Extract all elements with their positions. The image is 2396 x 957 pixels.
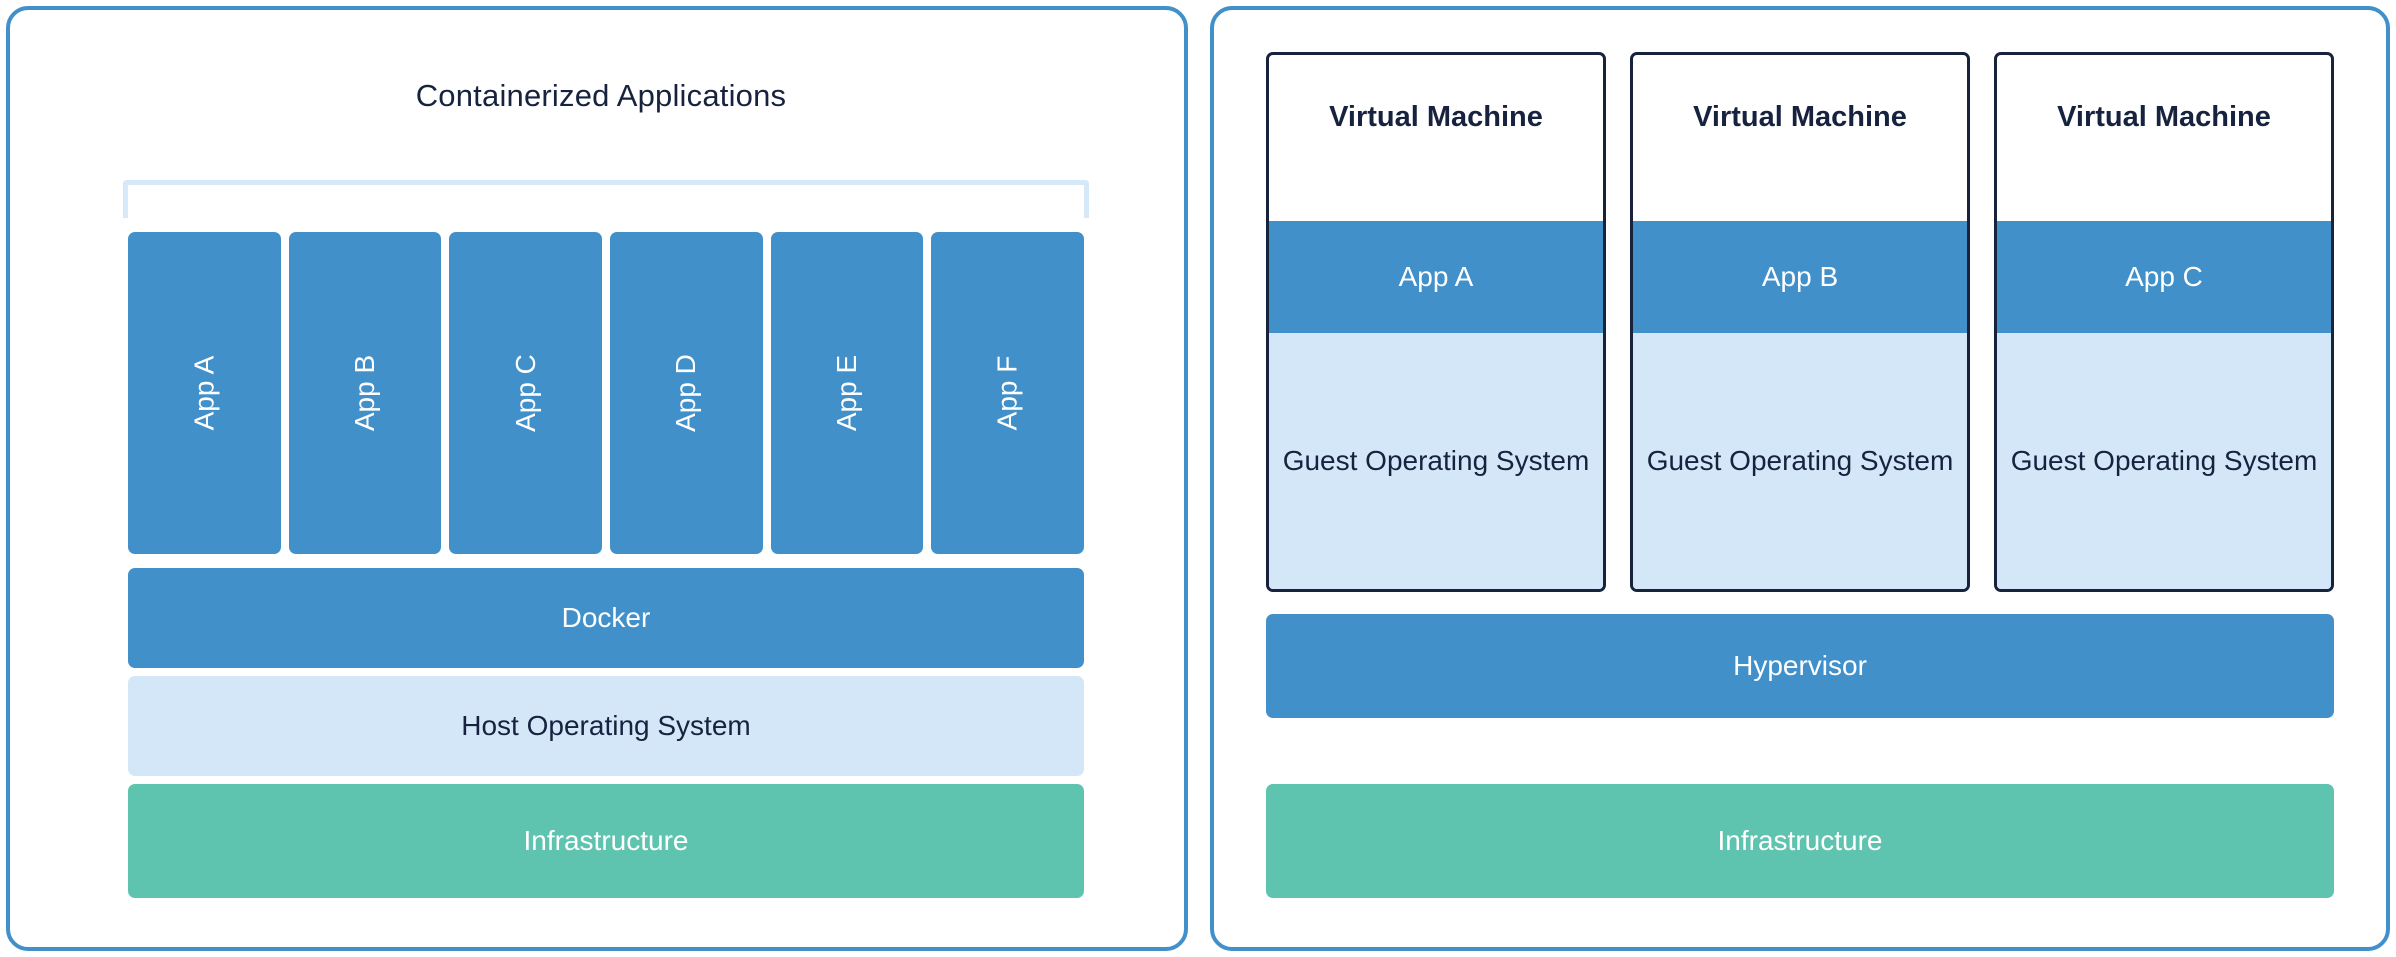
virtual-machine-3-title: Virtual Machine [2057,101,2271,133]
layer-infrastructure-containers[interactable]: Infrastructure [128,784,1084,898]
virtual-machine-3-app: App C [1997,221,2331,333]
virtual-machine-2-header: Virtual Machine [1633,55,1967,221]
layer-host-operating-system[interactable]: Host Operating System [128,676,1084,776]
virtual-machine-1[interactable]: Virtual Machine App A Guest Operating Sy… [1266,52,1606,592]
virtual-machine-3-header: Virtual Machine [1997,55,2331,221]
app-container-c-label: App C [509,354,541,432]
app-container-e-label: App E [831,354,863,432]
app-container-c[interactable]: App C [449,232,603,554]
containers-panel-title: Containerized Applications [415,78,787,113]
virtual-machine-2-app: App B [1633,221,1967,333]
app-container-f-label: App F [991,355,1023,431]
virtual-machine-row: Virtual Machine App A Guest Operating Sy… [1266,52,2334,592]
app-container-d[interactable]: App D [610,232,763,554]
app-container-a[interactable]: App A [128,232,281,554]
virtual-machine-2-guest-os: Guest Operating System [1633,333,1967,589]
virtual-machine-2-app-label: App B [1761,261,1839,292]
virtual-machine-1-header: Virtual Machine [1269,55,1603,221]
app-container-a-label: App A [188,355,220,431]
virtual-machine-2-title: Virtual Machine [1693,101,1907,133]
app-container-row: App A App B App C App D App E App F [128,232,1085,554]
virtual-machine-3-app-label: App C [2125,261,2203,292]
virtual-machine-1-app: App A [1269,221,1603,333]
virtual-machine-2-guest-os-label: Guest Operating System [1646,445,1954,477]
layer-infrastructure-vms[interactable]: Infrastructure [1266,784,2334,898]
virtual-machine-2[interactable]: Virtual Machine App B Guest Operating Sy… [1630,52,1970,592]
layer-hypervisor[interactable]: Hypervisor [1266,614,2334,718]
container-grouping-bracket [123,180,1089,218]
app-container-f[interactable]: App F [931,232,1085,554]
virtual-machine-1-title: Virtual Machine [1329,101,1543,133]
app-container-b[interactable]: App B [288,232,442,554]
layer-docker[interactable]: Docker [128,568,1084,668]
virtual-machines-panel: Virtual Machine App A Guest Operating Sy… [1210,6,2390,951]
virtual-machine-1-guest-os: Guest Operating System [1269,333,1603,589]
app-container-d-label: App D [670,354,702,432]
virtual-machine-3[interactable]: Virtual Machine App C Guest Operating Sy… [1994,52,2334,592]
virtual-machine-3-guest-os: Guest Operating System [1997,333,2331,589]
virtual-machine-1-guest-os-label: Guest Operating System [1282,445,1590,477]
app-container-e[interactable]: App E [770,232,924,554]
virtual-machine-3-guest-os-label: Guest Operating System [2010,445,2318,477]
containers-panel: Containerized Applications App A App B A… [6,6,1188,951]
virtual-machine-1-app-label: App A [1398,261,1474,292]
app-container-b-label: App B [349,354,380,432]
